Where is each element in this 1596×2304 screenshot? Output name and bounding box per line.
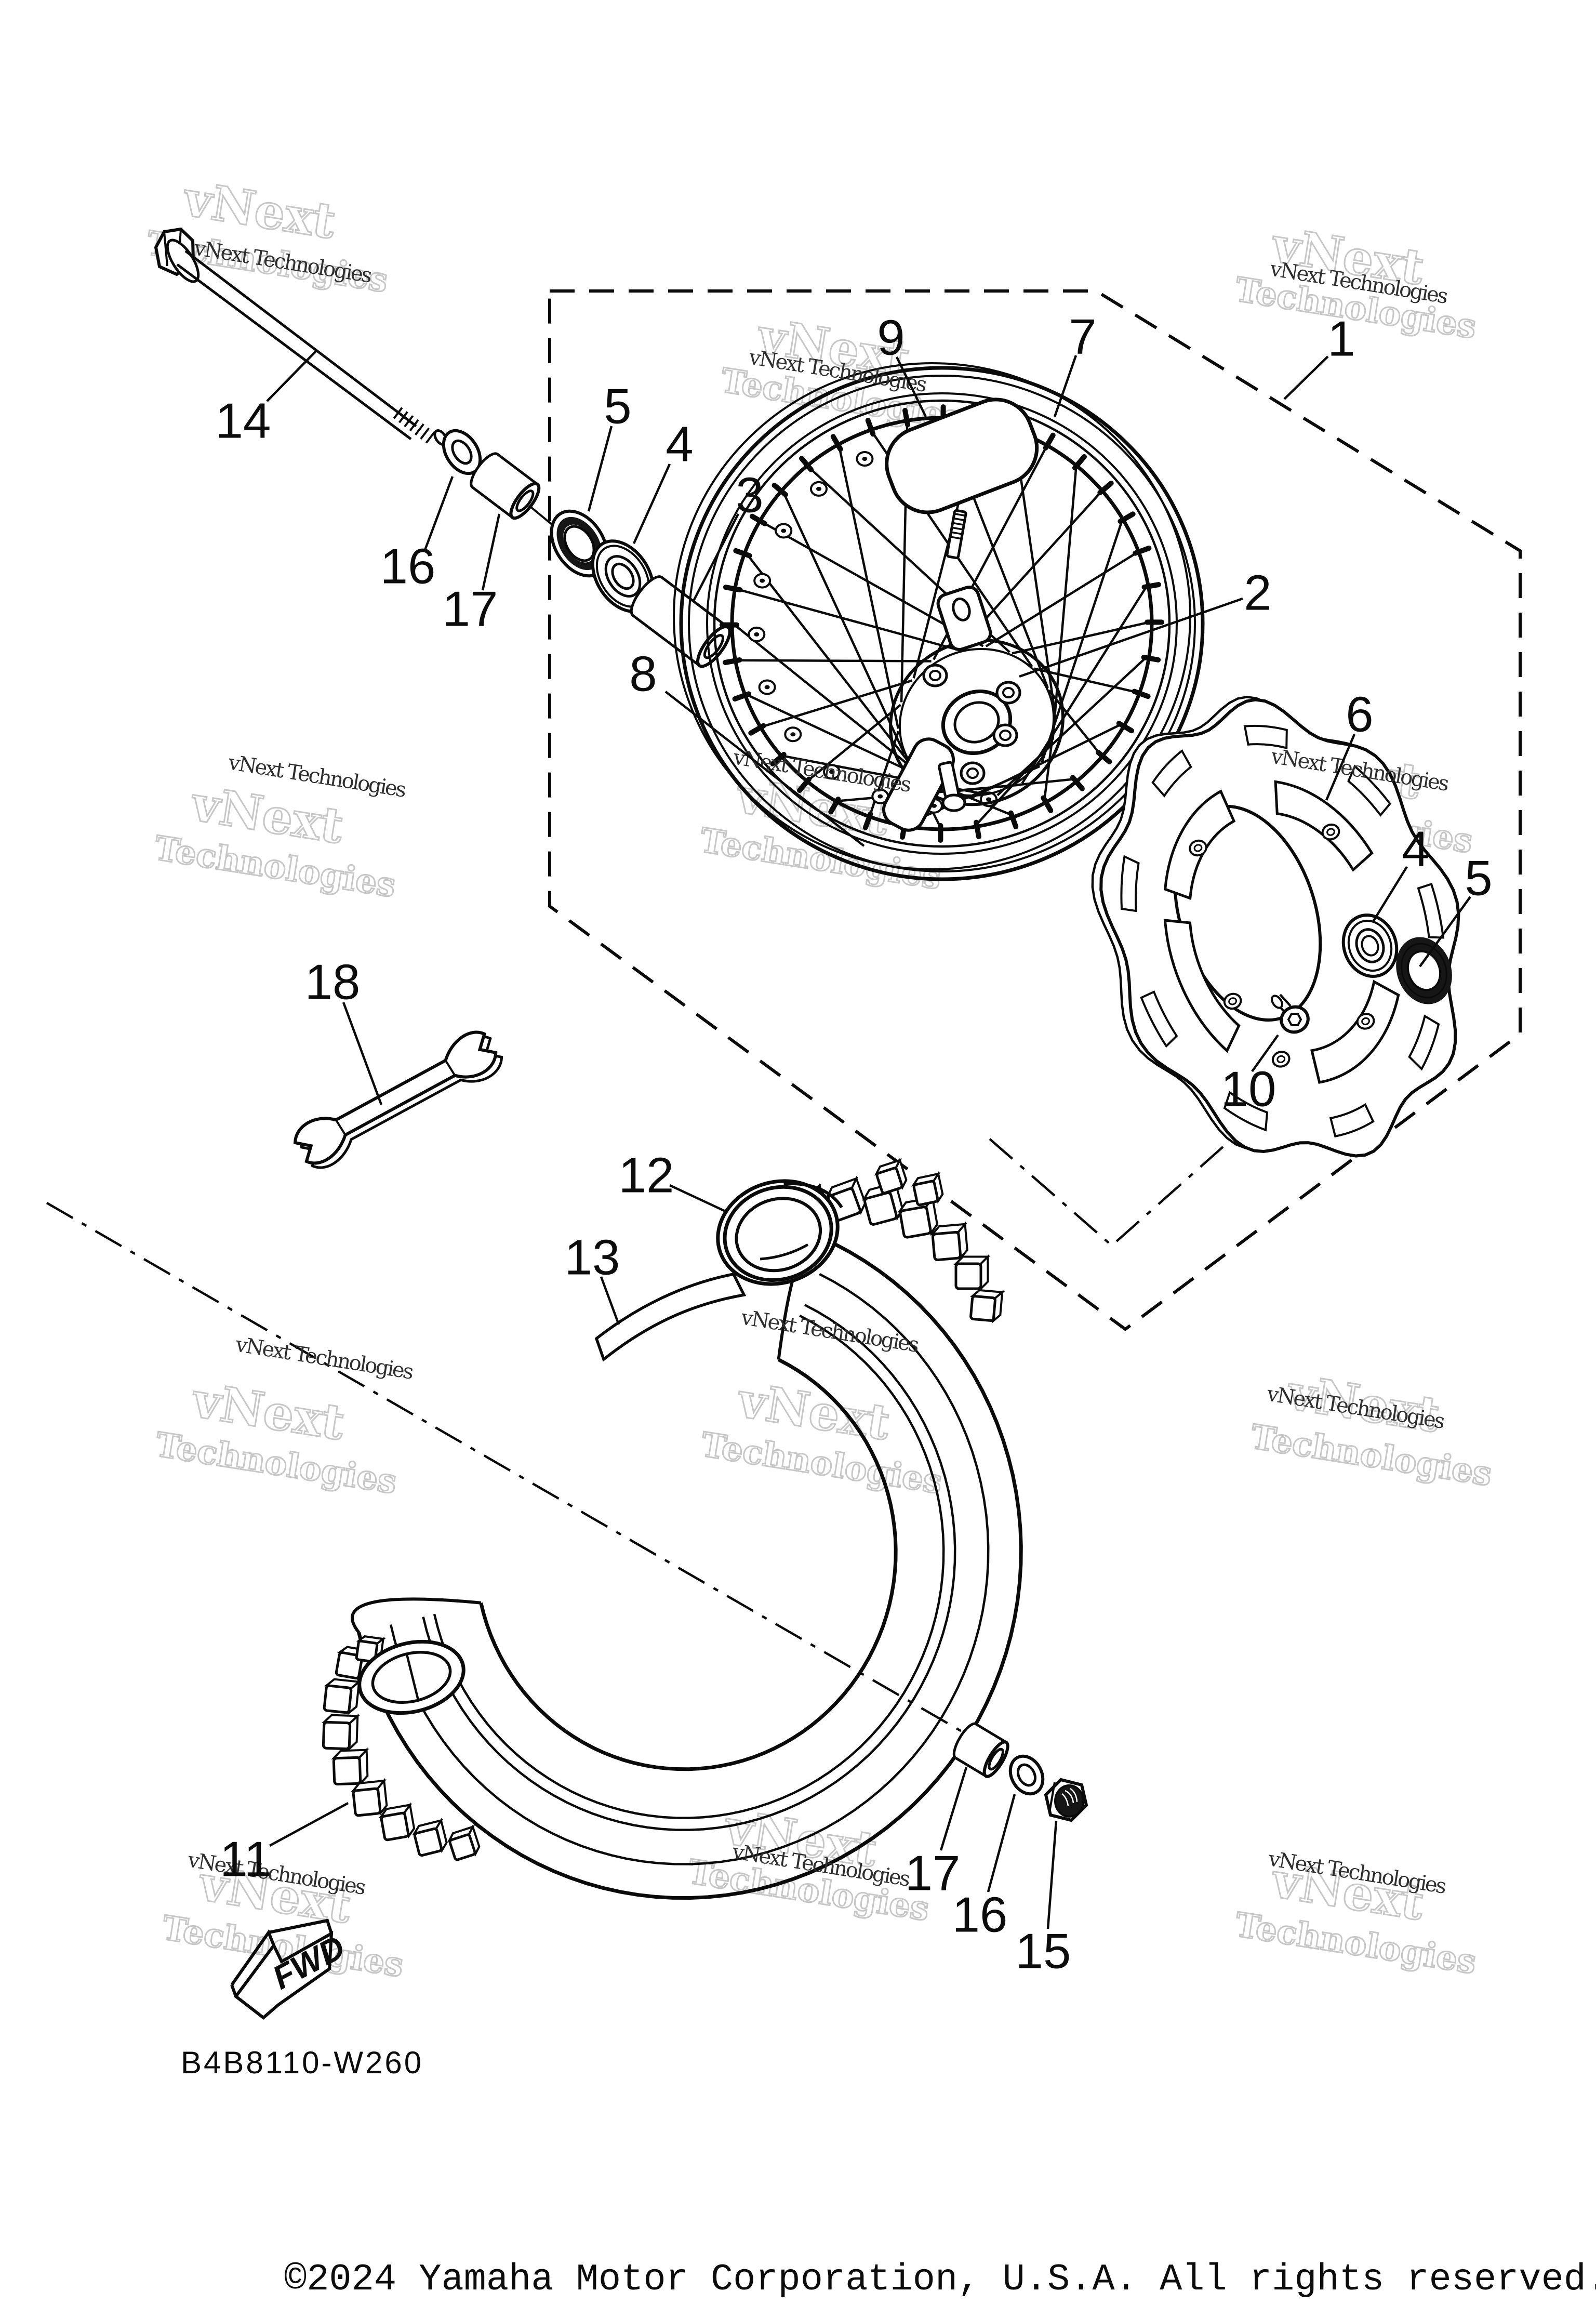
tire-knob bbox=[969, 1289, 1005, 1323]
part-number-label: 6 bbox=[1346, 687, 1373, 743]
tube bbox=[716, 1179, 843, 1286]
collar-bottom bbox=[952, 1722, 1009, 1778]
part-number-label: 1 bbox=[1327, 311, 1355, 367]
diagram-code: B4B8110-W260 bbox=[181, 2045, 423, 2080]
tire-knob bbox=[897, 1195, 939, 1239]
tire-knob bbox=[911, 1171, 944, 1207]
part-number-label: 12 bbox=[619, 1148, 674, 1203]
brake-disc bbox=[1091, 696, 1460, 1158]
callout-11: 11 bbox=[220, 1802, 349, 1887]
tire-knob bbox=[378, 1802, 416, 1842]
part-number-label: 10 bbox=[1221, 1062, 1276, 1117]
copyright-line: ©2024 Yamaha Motor Corporation, U.S.A. A… bbox=[284, 2258, 1596, 2301]
tire bbox=[351, 1232, 1023, 1900]
hub-bolt-holes bbox=[922, 664, 1021, 785]
svg-text:vNext: vNext bbox=[721, 1799, 881, 1878]
callout-5: 5 bbox=[587, 379, 632, 512]
tire-knob bbox=[874, 1157, 908, 1195]
spoke-wrench bbox=[293, 1030, 503, 1169]
rim-lock-pad bbox=[885, 398, 1039, 514]
tire-knob bbox=[953, 1254, 991, 1291]
callout-18: 18 bbox=[305, 955, 383, 1105]
part-number-label: 18 bbox=[305, 955, 361, 1010]
callout-12: 12 bbox=[619, 1148, 726, 1213]
callout-8: 8 bbox=[629, 646, 865, 847]
part-number-label: 9 bbox=[877, 310, 905, 366]
part-number-label: 17 bbox=[905, 1846, 961, 1901]
part-number-label: 5 bbox=[1465, 851, 1492, 906]
callout-9: 9 bbox=[877, 310, 927, 417]
rim-lock-stud bbox=[946, 509, 967, 560]
part-number-label: 8 bbox=[629, 646, 657, 702]
oil-seal-right bbox=[1396, 937, 1452, 1004]
bearing-right bbox=[1341, 913, 1399, 978]
axle-threads bbox=[393, 407, 435, 444]
part-number-label: 16 bbox=[380, 539, 436, 594]
tire-knob bbox=[351, 1778, 388, 1817]
part-number-label: 17 bbox=[443, 581, 498, 637]
tire-knob bbox=[331, 1747, 369, 1786]
part-number-label: 7 bbox=[1069, 309, 1096, 365]
axle-nut bbox=[1044, 1778, 1088, 1822]
callout-16: 16 bbox=[952, 1794, 1016, 1943]
callout-10: 10 bbox=[1221, 1034, 1279, 1117]
part-number-label: 2 bbox=[1244, 565, 1271, 621]
tire-knob bbox=[447, 1824, 481, 1861]
callout-4: 4 bbox=[1372, 822, 1430, 923]
tire-knob bbox=[323, 1678, 362, 1715]
washer-bottom bbox=[1008, 1754, 1045, 1796]
part-number-label: 4 bbox=[1402, 822, 1429, 877]
callout-6: 6 bbox=[1325, 687, 1374, 801]
part-number-label: 15 bbox=[1016, 1924, 1071, 1979]
watermark-small: vNext Technologies bbox=[739, 1305, 920, 1357]
part-number-label: 13 bbox=[565, 1230, 620, 1286]
callout-17: 17 bbox=[905, 1767, 968, 1901]
collar-left bbox=[470, 452, 541, 520]
callout-1: 1 bbox=[1283, 311, 1355, 400]
tire-knobs bbox=[321, 1157, 1005, 1861]
disc-bolt bbox=[1271, 994, 1310, 1034]
part-number-label: 16 bbox=[952, 1887, 1008, 1943]
part-number-label: 4 bbox=[666, 417, 693, 472]
rim-band bbox=[594, 1272, 747, 1362]
part-number-label: 5 bbox=[604, 379, 631, 434]
tire-knob bbox=[930, 1221, 968, 1262]
tire-knob bbox=[321, 1713, 361, 1752]
callout-2: 2 bbox=[1019, 565, 1272, 678]
callout-15: 15 bbox=[1016, 1820, 1071, 1979]
callout-16: 16 bbox=[380, 476, 454, 594]
callout-7: 7 bbox=[1053, 309, 1097, 417]
callout-5: 5 bbox=[1419, 851, 1493, 968]
tire-knob bbox=[412, 1818, 448, 1857]
watermark-small: vNext Technologies bbox=[233, 1332, 415, 1384]
callout-14: 14 bbox=[216, 350, 317, 449]
callout-3: 3 bbox=[691, 468, 764, 603]
part-number-label: 14 bbox=[216, 393, 271, 449]
part-number-label: 11 bbox=[220, 1832, 272, 1887]
callout-17: 17 bbox=[443, 513, 501, 637]
callout-13: 13 bbox=[565, 1230, 620, 1325]
assembly-boundary-dashed-box bbox=[548, 289, 1522, 1331]
axle-bolt bbox=[154, 227, 448, 446]
part-number-label: 3 bbox=[736, 468, 763, 523]
spoked-wheel bbox=[673, 362, 1205, 881]
callout-4: 4 bbox=[632, 417, 694, 544]
hub bbox=[882, 586, 1065, 832]
tire-bead-bottom bbox=[357, 1639, 466, 1715]
